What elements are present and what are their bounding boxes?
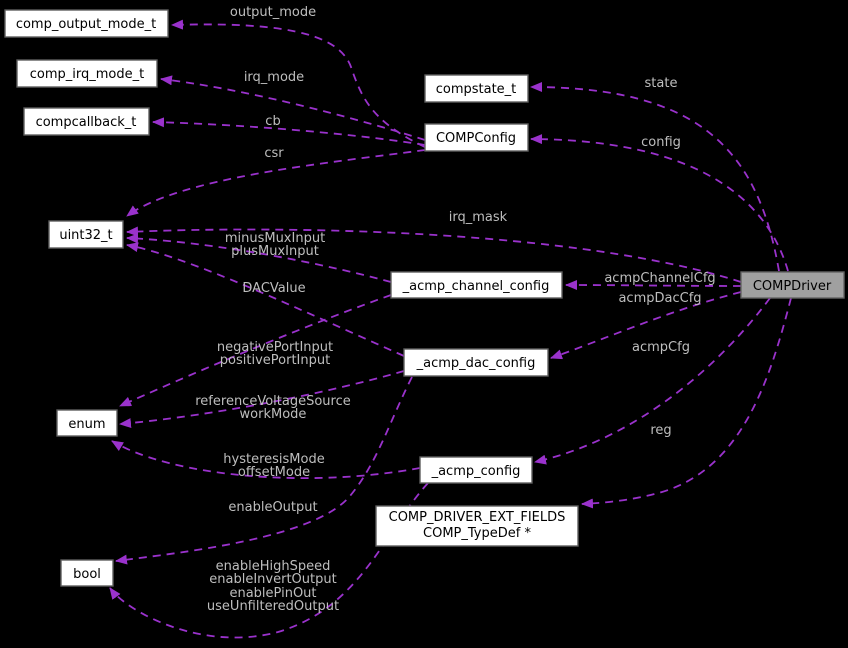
edge-label-minus-mux-input: minusMuxInput [225,231,325,246]
edge-label-acmp-dac-cfg: acmpDacCfg [618,291,701,306]
node-box [740,271,845,299]
edge-dac-value [126,242,405,357]
edge-label-config: config [641,135,681,150]
node-uint32-t: uint32_t [48,220,124,249]
edge-label-positive-port-input: positivePortInput [220,353,330,368]
node-label: _acmp_dac_config [416,356,536,371]
edge-state [530,82,780,272]
edge-acmp-channel-cfg [565,280,742,291]
node-acmp-config[interactable]: _acmp_config [419,456,533,484]
edge-label-state: state [645,76,678,91]
edge-label-reference-voltage-source: referenceVoltageSource [195,394,351,409]
node-label-line-2: COMP_TypeDef * [423,526,531,541]
node-label: COMPConfig [436,131,516,146]
edge-label-enable-pin-out: enablePinOut [229,586,316,601]
node-box [424,123,529,152]
node-box [403,348,549,377]
node-box [56,409,118,437]
node-comp-driver-ext-fields: COMP_DRIVER_EXT_FIELDS COMP_TypeDef * [375,505,579,547]
edge-label-acmp-channel-cfg: acmpChannelCfg [604,271,715,286]
node-box [4,9,169,38]
node-box [16,59,158,88]
node-acmp-dac-config[interactable]: _acmp_dac_config [403,348,549,377]
edge-label-cb: cb [265,114,280,129]
node-bool: bool [60,559,114,587]
node-label: bool [73,567,101,582]
edge-label-plus-mux-input: plusMuxInput [231,244,319,259]
edge-label-work-mode: workMode [240,407,307,422]
node-label: compstate_t [436,82,517,97]
edge-label-irq-mode: irq_mode [244,70,304,85]
node-label: comp_irq_mode_t [30,67,144,82]
node-box [60,559,114,587]
node-box [23,107,150,136]
edge-hysteresis-offset [111,440,421,480]
node-compdriver: COMPDriver [740,271,845,299]
node-comp-output-mode-t[interactable]: comp_output_mode_t [4,9,169,38]
edge-label-output-mode: output_mode [230,5,316,20]
edge-enable-output [115,376,413,565]
edge-label-negative-port-input: negativePortInput [217,340,333,355]
node-box [375,505,579,547]
node-label: uint32_t [59,228,112,243]
edge-label-irq-mask: irq_mask [449,210,508,225]
node-label: COMPDriver [753,279,832,294]
node-label: _acmp_config [431,464,521,479]
node-label: compcallback_t [36,115,137,130]
edge-config [530,134,789,272]
node-comp-irq-mode-t[interactable]: comp_irq_mode_t [16,59,158,88]
edge-cb [152,117,426,146]
node-box [419,456,533,484]
edge-label-csr: csr [264,146,284,161]
edge-reg [581,297,792,509]
edge-output-mode [171,19,426,148]
node-compcallback-t[interactable]: compcallback_t [23,107,150,136]
node-label-line-1: COMP_DRIVER_EXT_FIELDS [389,510,566,525]
node-compconfig[interactable]: COMPConfig [424,123,529,152]
node-box [48,220,124,249]
edge-port-inputs [119,294,392,407]
node-compstate-t[interactable]: compstate_t [424,74,529,103]
edge-label-offset-mode: offsetMode [238,465,310,480]
edge-label-reg: reg [650,423,671,438]
edge-acmp-cfg [534,297,771,465]
edge-acmp-dac-cfg [550,291,742,360]
edge-label-dac-value: DACValue [242,281,305,296]
node-box [390,271,563,299]
edge-irq-mask [126,226,742,283]
node-acmp-channel-config[interactable]: _acmp_channel_config [390,271,563,299]
edge-label-enable-high-speed: enableHighSpeed [216,559,331,574]
node-label: _acmp_channel_config [402,279,550,294]
edge-irq-mode [160,75,426,141]
edge-label-enable-invert-output: enableInvertOutput [209,572,336,587]
node-label: comp_output_mode_t [16,17,156,32]
edge-label-hysteresis-mode: hysteresisMode [223,452,324,467]
node-box [424,74,529,103]
edge-label-enable-output: enableOutput [228,500,317,515]
edge-label-use-unfiltered-output: useUnfilteredOutput [207,599,339,614]
edge-reference-workmode [119,370,405,429]
edge-label-acmp-cfg: acmpCfg [632,340,690,355]
node-enum: enum [56,409,118,437]
node-label: enum [68,417,105,432]
edge-mux-inputs [126,233,392,283]
